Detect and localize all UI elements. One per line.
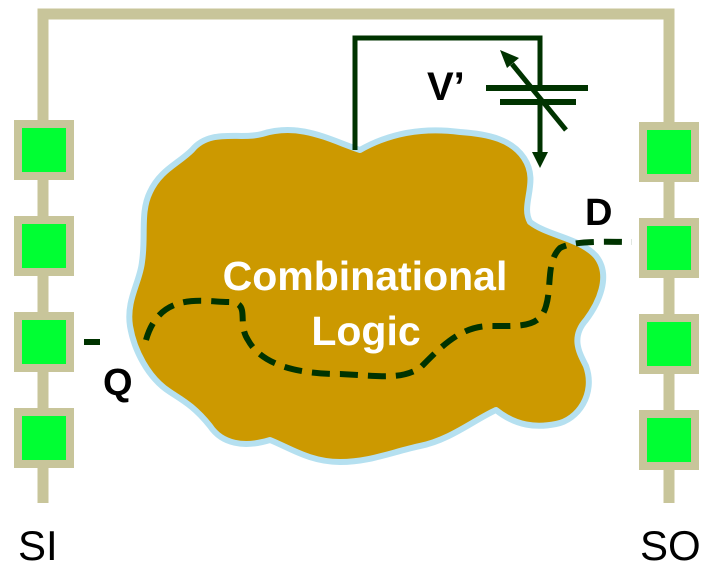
combinational-logic-cloud [126, 127, 607, 465]
logic-label-line1: Combinational [223, 253, 508, 299]
flip-flop-so-4 [639, 410, 699, 470]
flip-flop-si-2 [14, 216, 74, 276]
flip-flop-si-1 [14, 120, 74, 180]
voltage-label: V’ [427, 65, 465, 109]
critical-path [84, 238, 633, 380]
variable-voltage-source [352, 35, 588, 168]
flip-flop-so-1 [639, 122, 699, 182]
variable-capacitor-icon [486, 50, 588, 132]
si-label: SI [18, 522, 58, 565]
right-flip-flop-column [639, 122, 699, 470]
logic-label-line2: Logic [311, 308, 420, 354]
flip-flop-so-2-d [639, 218, 699, 278]
so-label: SO [640, 522, 701, 565]
q-label: Q [103, 362, 133, 404]
d-label: D [585, 192, 612, 234]
left-flip-flop-column [14, 120, 74, 468]
flip-flop-so-3 [639, 314, 699, 374]
flip-flop-si-3-q [14, 312, 74, 372]
flip-flop-si-4 [14, 408, 74, 468]
